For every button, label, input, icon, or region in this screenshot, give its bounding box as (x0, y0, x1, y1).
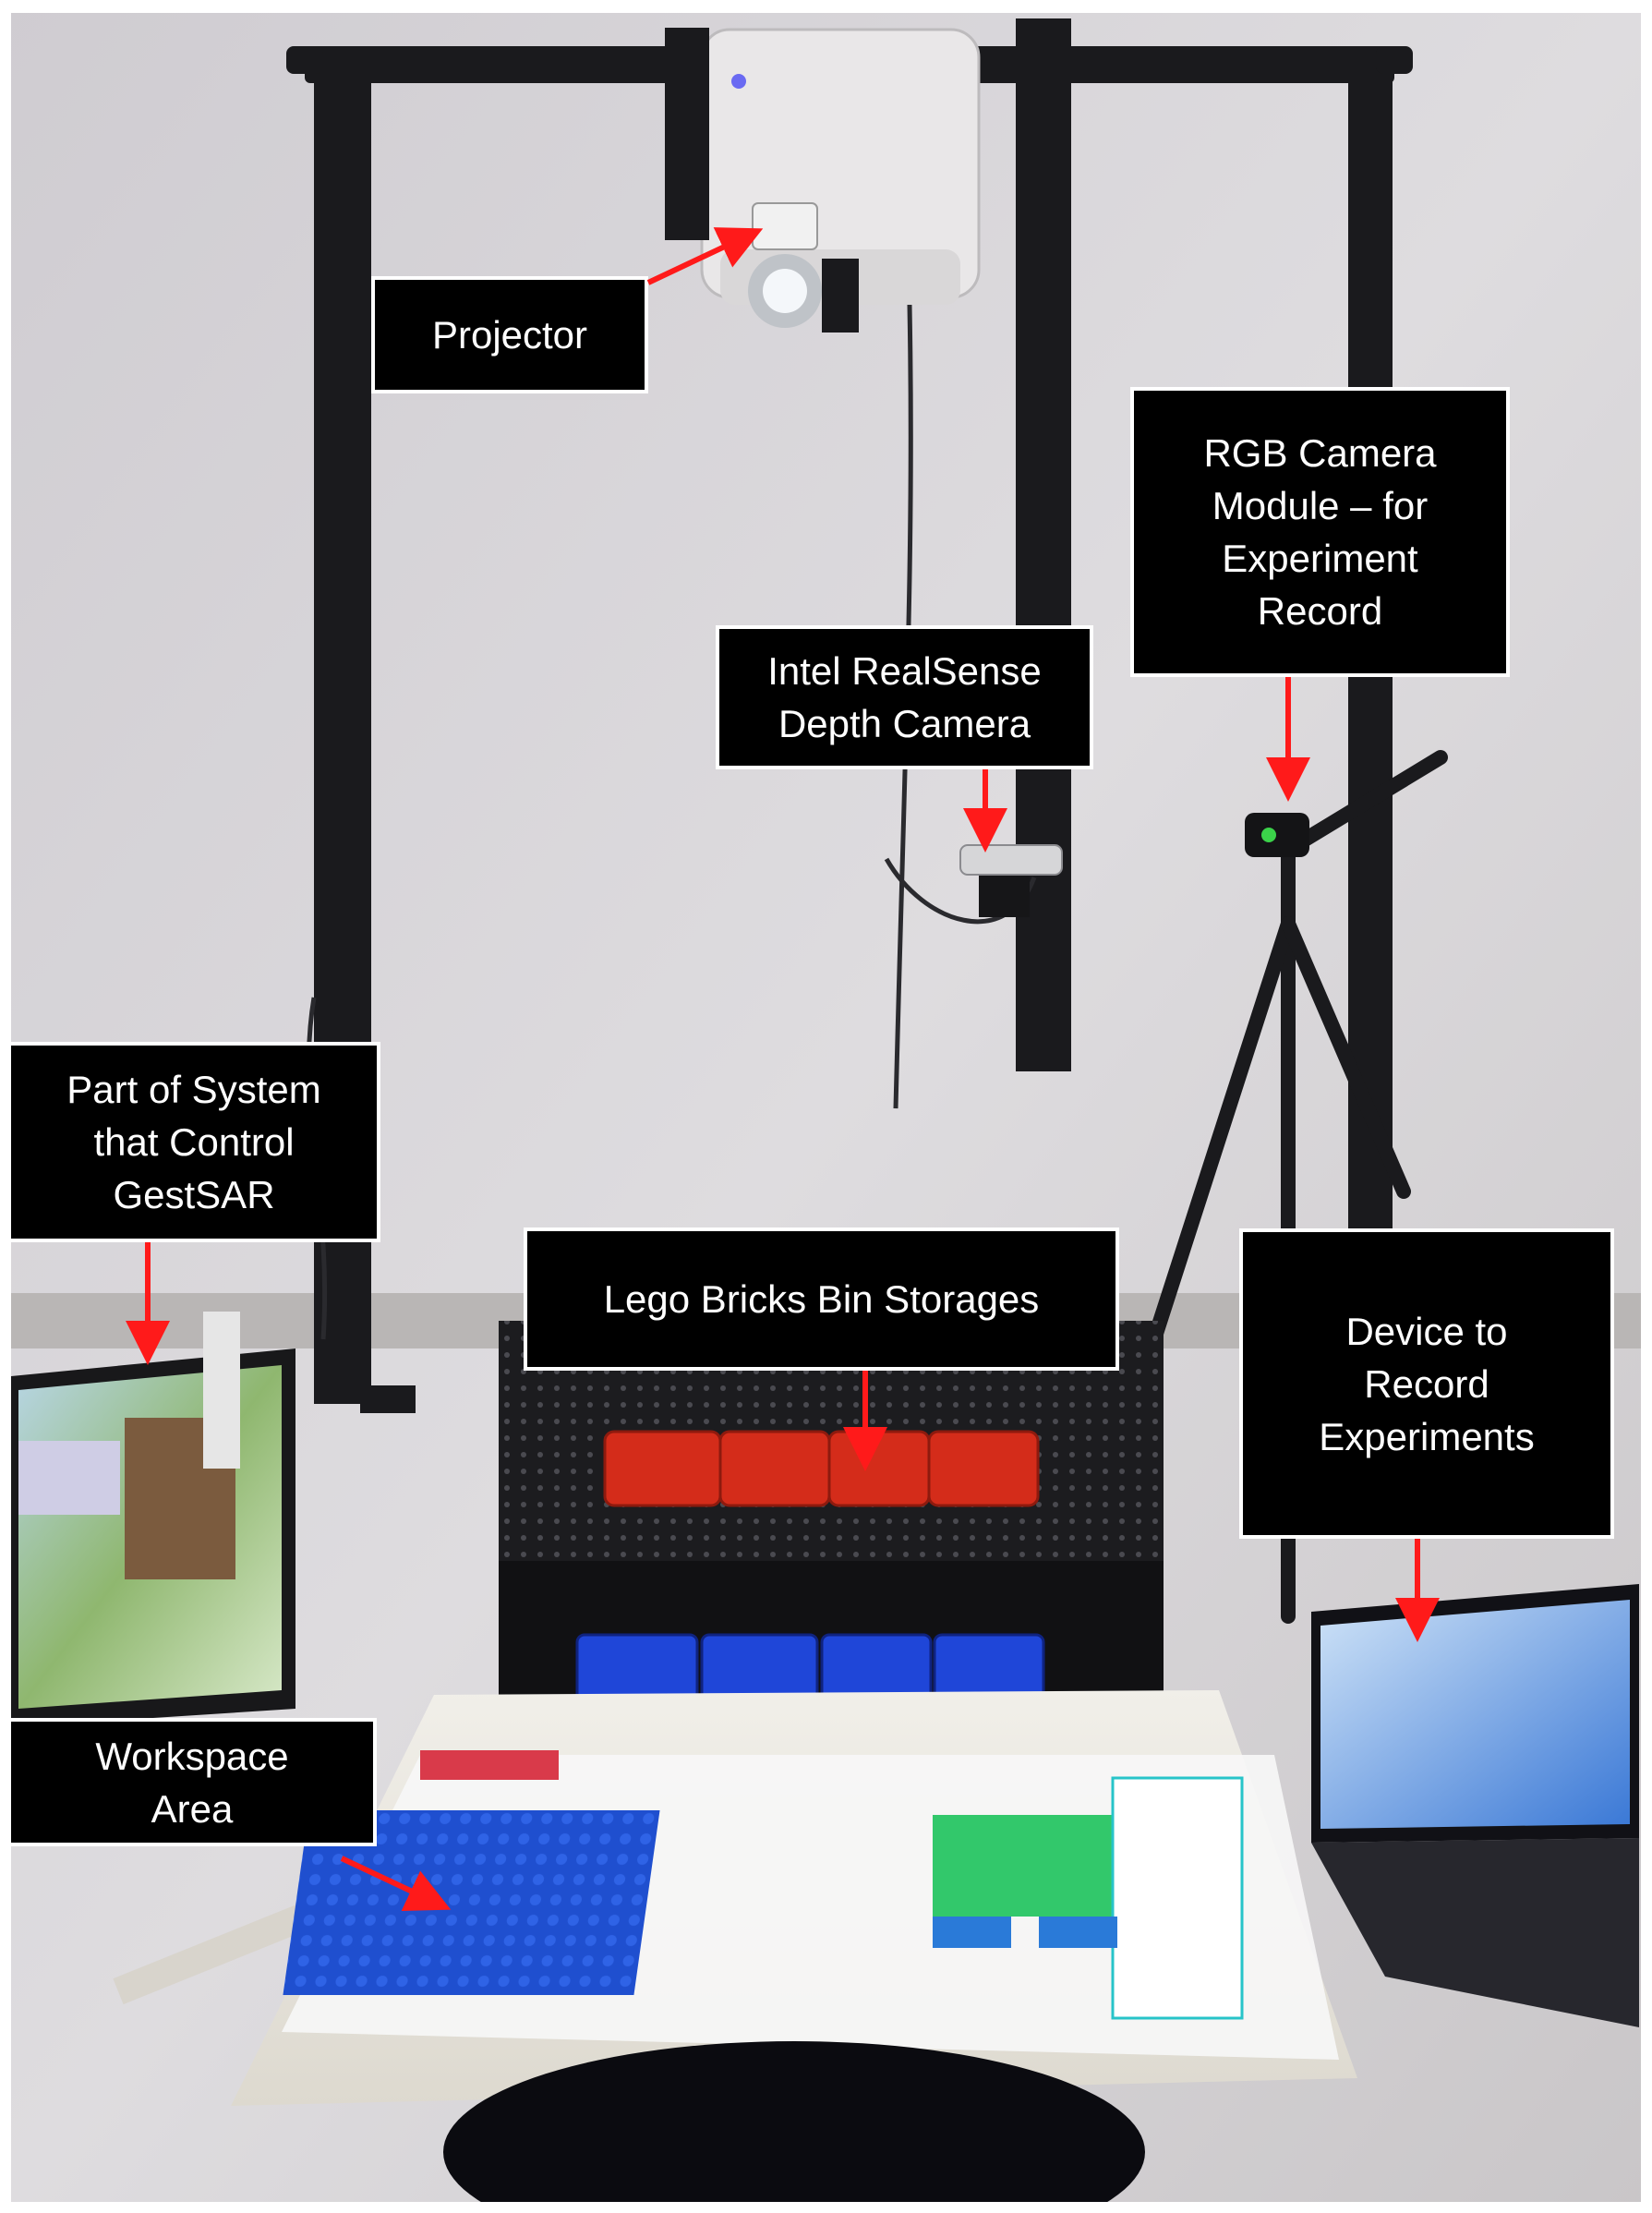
arrow-projector (646, 227, 764, 285)
label-line: Record (1364, 1361, 1489, 1406)
label-line: Workspace (95, 1734, 289, 1778)
projector (665, 28, 981, 333)
label-projector: Projector (371, 276, 648, 393)
label-line: RGB Camera (1203, 431, 1437, 475)
label-line: Intel RealSense (767, 649, 1042, 693)
label-workspace: Workspace Area (7, 1718, 377, 1846)
label-text: Projector (431, 313, 588, 357)
rgb-camera (1245, 813, 1309, 857)
chair (443, 2041, 1145, 2213)
laptop (1311, 1584, 1639, 2027)
label-line: Area (151, 1786, 234, 1831)
label-line: that Control (93, 1120, 295, 1164)
label-control-system: Part of System that Control GestSAR (7, 1042, 380, 1242)
label-line: GestSAR (113, 1173, 275, 1216)
projected-ui (282, 1750, 1339, 2060)
label-line: Experiments (1319, 1414, 1535, 1458)
label-bins: Lego Bricks Bin Storages (524, 1227, 1119, 1371)
label-line: Device to (1345, 1309, 1508, 1353)
label-line: Experiment (1222, 537, 1418, 580)
label-record-device: Device to Record Experiments (1239, 1228, 1614, 1539)
arrow-workspace (340, 1856, 452, 1911)
label-rgb-camera: RGB Camera Module – for Experiment Recor… (1130, 387, 1510, 677)
depth-camera (959, 844, 1063, 917)
label-text: Lego Bricks Bin Storages (603, 1277, 1040, 1321)
monitor-left (11, 1312, 295, 1727)
label-line: Part of System (66, 1068, 321, 1111)
label-depth-camera: Intel RealSense Depth Camera (716, 625, 1093, 769)
label-line: Depth Camera (778, 702, 1031, 745)
label-line: Record (1257, 589, 1383, 633)
label-line: Module – for (1212, 484, 1429, 527)
